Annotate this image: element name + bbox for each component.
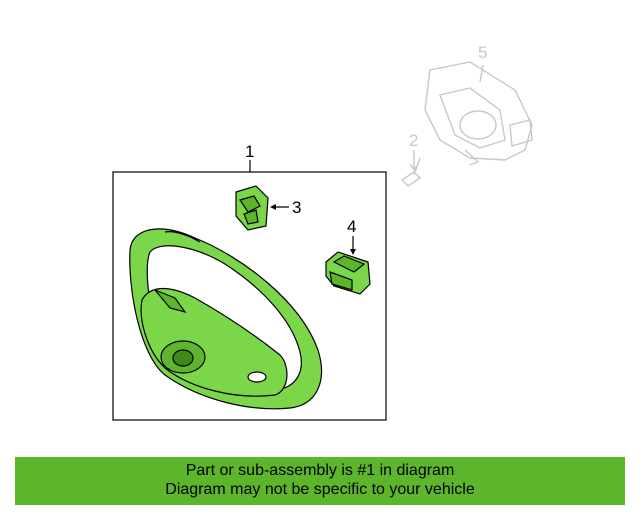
bolt-ghost — [400, 150, 422, 187]
airbag-module-ghost — [424, 61, 533, 166]
callout-2: 2 — [409, 131, 418, 150]
parts-diagram: 2 5 1 3 4 — [112, 43, 533, 421]
switch-part-3 — [235, 185, 269, 231]
banner-line-2: Diagram may not be specific to your vehi… — [165, 481, 475, 498]
info-banner: Part or sub-assembly is #1 in diagram Di… — [15, 457, 625, 505]
callout-1: 1 — [245, 142, 254, 161]
callout-3: 3 — [292, 198, 301, 217]
steering-wheel — [129, 228, 323, 410]
switch-part-4 — [325, 251, 371, 295]
callout-4: 4 — [347, 217, 356, 236]
callout-5: 5 — [478, 43, 487, 62]
banner-line-1: Part or sub-assembly is #1 in diagram — [185, 462, 455, 479]
